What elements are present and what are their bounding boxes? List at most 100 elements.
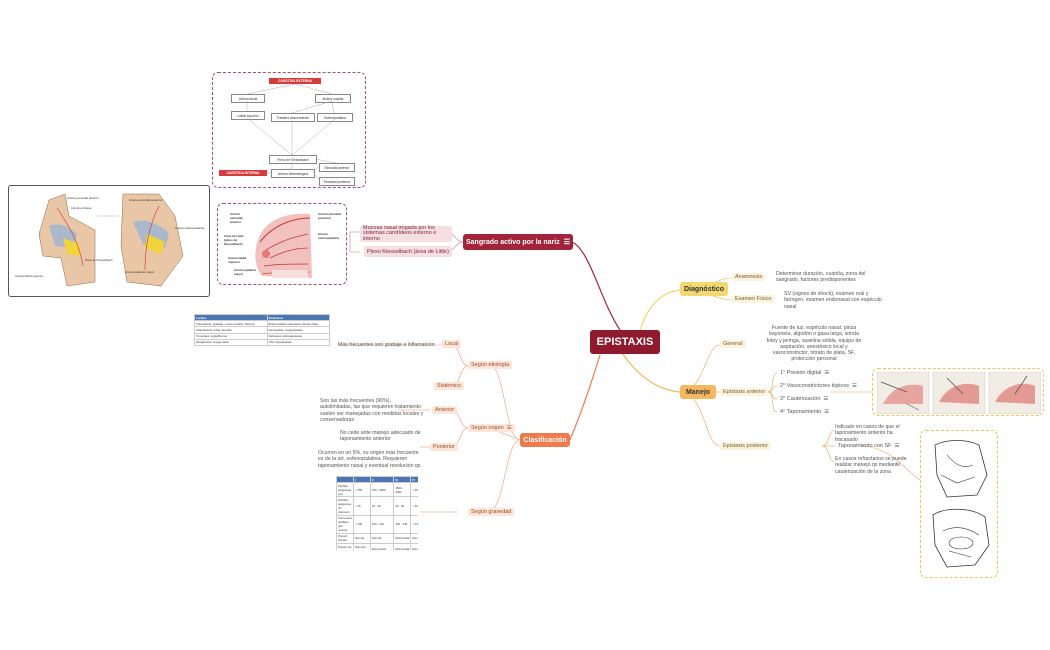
flowchart-box: Arteria oftalmológica	[271, 169, 315, 178]
origen-posterior-note-1: No cede ante manejo adecuado de taponami…	[340, 430, 421, 443]
nasal-diagram-label: Arteria labial superior	[15, 274, 44, 278]
manejo-anterior[interactable]: Epistaxis anterior	[720, 388, 769, 396]
notes-icon: ☰	[852, 383, 857, 389]
gravedad-table-cell: > 140	[410, 514, 418, 534]
nasal-diagram-frame[interactable]: Arteria etmoidal anterior Lámina cribosa…	[8, 185, 210, 297]
gravedad-table-cell: > 40	[410, 496, 418, 516]
nasal-diagram-label: Arteria etmoidal posterior	[129, 198, 163, 202]
gravedad-table-cell: Pérdida sanguínea (ml)	[336, 482, 354, 498]
gravedad-table-cell: Pérdida sanguínea (% volumen)	[336, 496, 354, 516]
manejo-posterior-item-1: Indicado en casos de que el taponamiento…	[835, 424, 900, 443]
flowchart-box: Labial superior	[231, 111, 265, 120]
gravedad-table-cell: 120 - 140	[393, 514, 412, 534]
etiologia-sistemico[interactable]: Sistémico	[434, 382, 464, 390]
anatomy-label: Arteria etmoidal anterior	[230, 212, 243, 224]
manejo-posterior[interactable]: Epistaxis posterior	[720, 442, 771, 450]
gravedad-table-cell: > 2000	[410, 482, 418, 498]
flowchart-arrows	[246, 83, 337, 181]
clasificacion-etiologia[interactable]: Según etiología	[468, 361, 513, 369]
topic-sangrado-label: Sangrado activo por la nariz	[465, 238, 560, 246]
gravedad-table-cell: 30 - 40	[393, 496, 412, 516]
clasificacion-origen[interactable]: Según origen☰	[468, 424, 515, 432]
diagnostico-anamnesis[interactable]: Anamnesis	[732, 273, 766, 281]
flowchart-box: Plexo de Kiesselbach	[269, 155, 317, 164]
notes-icon: ☰	[506, 425, 512, 431]
gravedad-table-cell: Disminuida	[393, 542, 412, 550]
gravedad-table-cell: Presión de pulso	[336, 542, 354, 550]
flowchart-box: Palatina descendente	[271, 113, 315, 122]
flowchart-box: Etmoidal posterior	[319, 177, 355, 186]
etiologia-local[interactable]: Local	[442, 340, 462, 348]
sangrado-child-plexo[interactable]: Plexo Kiesselbach (área de Little)	[364, 246, 452, 257]
central-topic[interactable]: EPISTAXIS	[590, 330, 660, 354]
manejo-anterior-step-3[interactable]: 3° Cauterización☰	[780, 396, 829, 402]
etiologia-local-note: Más frecuentes son grattaje e inflamator…	[338, 342, 435, 348]
gravedad-table-header: II	[369, 476, 395, 484]
origen-posterior-note-2: Ocurren en un 5%, su origen más frecuent…	[318, 450, 422, 469]
sangrado-child-mucosa[interactable]: Mucosa nasal irrigada por los sistemas c…	[360, 225, 452, 242]
flowchart-box: Arteria facial	[231, 94, 265, 103]
notes-icon: ☰	[823, 396, 829, 402]
diagnostico-examen[interactable]: Examen Físico	[732, 295, 775, 303]
etiology-table-cell: Iatrogénicas: cirugía nasal	[194, 338, 268, 346]
gravedad-table-header: IV	[410, 476, 418, 484]
flowchart-red-bottom: CARÓTIDA INTERNA	[219, 170, 267, 176]
anatomy-label: Zona de Little (plexo de Kiesselbach)	[224, 234, 244, 246]
taponamiento-posterior-frame[interactable]	[920, 430, 998, 578]
notes-icon: ☰	[894, 443, 900, 449]
nasal-diagram-label: Arteria esfenopalatina	[175, 226, 205, 230]
topic-diagnostico[interactable]: Diagnóstico	[680, 282, 728, 296]
manejo-anterior-step-1[interactable]: 1° Presión digital☰	[780, 370, 830, 376]
gravedad-table-cell: < 15	[352, 496, 371, 516]
topic-clasificacion[interactable]: Clasificación	[520, 433, 570, 447]
manejo-general-text: Fuente de luz, espéculo nasal, pinza bay…	[766, 325, 862, 363]
manejo-anterior-step-4[interactable]: 4° Taponamiento☰	[780, 409, 830, 415]
taponamiento-image	[877, 372, 1041, 414]
origen-posterior[interactable]: Posterior	[430, 443, 459, 451]
gravedad-table-cell: Frecuencia cardiaca (por minuto)	[336, 514, 354, 534]
gravedad-table-cell: Normal	[369, 532, 395, 544]
origen-anterior-note: Son las más frecuentes (90%), autolimita…	[320, 398, 424, 423]
manejo-posterior-item-2[interactable]: Taponamiento con SF☰	[838, 443, 900, 449]
notes-icon: ☰	[563, 239, 571, 246]
gravedad-table-cell: 750 - 1500	[369, 482, 395, 498]
anatomy-photo-frame[interactable]: Arteria etmoidal anterior Zona de Little…	[217, 203, 347, 285]
gravedad-table-cell: 1500 - 2000	[393, 482, 412, 498]
manejo-posterior-item-3: En casos refractarios se puede realizar …	[835, 456, 907, 475]
diagnostico-anamnesis-text: Determinar duración, cuantía, zona del s…	[776, 271, 866, 284]
gravedad-table-cell: Presión arterial	[336, 532, 354, 544]
nasal-diagram-label: Área de Kiesselbach	[85, 258, 113, 262]
clasificacion-gravedad[interactable]: Según gravedad	[468, 508, 515, 516]
flowchart-red-top: CARÓTIDA EXTERNA	[269, 78, 321, 84]
flowchart-box: Esfenopalatina	[317, 113, 353, 122]
anatomy-label: Arteria labial superior	[228, 256, 247, 264]
origen-anterior[interactable]: Anterior	[432, 406, 458, 414]
gravedad-table-cell: Normal o aumentada	[352, 542, 371, 550]
flowchart-frame[interactable]: CARÓTIDA EXTERNA Arteria facial Arteria …	[212, 72, 366, 188]
manejo-general[interactable]: General	[720, 340, 746, 348]
nasal-cavity-image	[38, 193, 184, 287]
flowchart-box: Arteria maxilar	[315, 94, 351, 103]
topic-manejo[interactable]: Manejo	[680, 385, 716, 399]
gravedad-table-cell: Disminuida	[410, 542, 418, 550]
taponamiento-images-frame[interactable]	[872, 368, 1044, 416]
gravedad-table-cell: < 750	[352, 482, 371, 498]
gravedad-table-cell: Disminuida	[369, 542, 395, 550]
gravedad-table-cell: < 100	[352, 514, 371, 534]
gravedad-table-cell: Normal	[352, 532, 371, 544]
anatomy-label: Arteria esfenopalatina	[318, 232, 340, 240]
gravedad-table-cell: 15 - 30	[369, 496, 395, 516]
anatomy-label: Arteria etmoidal posterior	[318, 212, 341, 220]
topic-sangrado[interactable]: Sangrado activo por la nariz ☰	[463, 234, 573, 250]
etiology-table-cell: HTA, hepatopatías	[266, 338, 330, 346]
diagnostico-examen-text: SV (signos de shock), examen oral y farí…	[784, 291, 882, 310]
manejo-anterior-step-2[interactable]: 2° Vasoconstrictores tópicos☰	[780, 383, 857, 389]
anatomy-label: Arteria palatina mayor	[234, 268, 256, 276]
notes-icon: ☰	[824, 409, 830, 415]
